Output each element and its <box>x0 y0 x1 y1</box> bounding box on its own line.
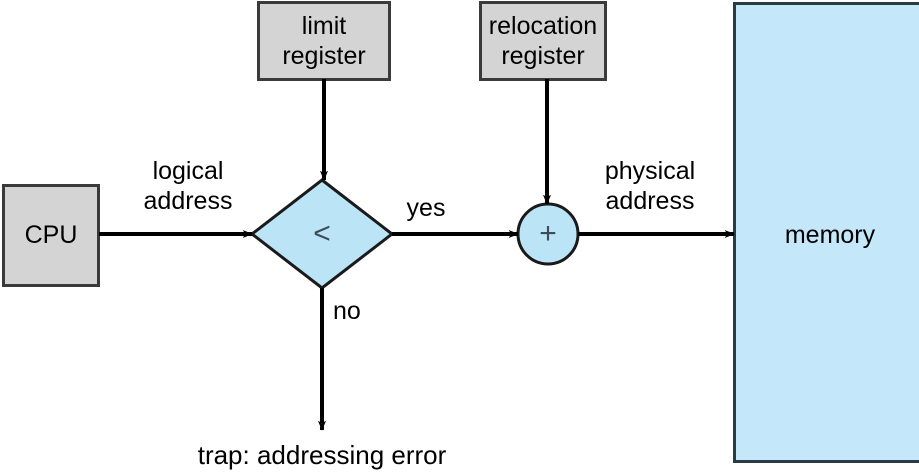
logical-address-label: logical address <box>143 157 233 215</box>
memory-box <box>733 2 919 463</box>
cpu-label: CPU <box>24 221 78 249</box>
physical-address-label: physical address <box>604 157 696 215</box>
limit-register-label: limit register <box>282 12 366 70</box>
no-branch-label: no <box>333 297 361 325</box>
relocation-register-label: relocation register <box>488 12 598 70</box>
yes-branch-label: yes <box>406 194 446 222</box>
limit-register-box <box>257 1 391 81</box>
trap-addressing-error-label: trap: addressing error <box>197 440 447 470</box>
memory-label: memory <box>784 221 876 249</box>
plus-operator-label: + <box>539 217 557 250</box>
relocation-register-box <box>479 1 607 81</box>
less-than-operator-label: < <box>313 217 331 250</box>
cpu-box <box>2 184 100 287</box>
